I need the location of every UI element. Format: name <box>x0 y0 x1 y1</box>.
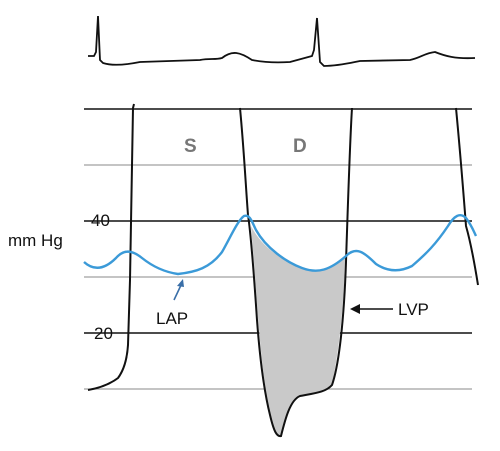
lap-trace <box>83 214 478 276</box>
y-tick-20: 20 <box>94 324 113 343</box>
filling-area <box>251 226 345 437</box>
lap-label: LAP <box>156 309 188 328</box>
lvp-label: LVP <box>398 300 429 319</box>
phase-label-s: S <box>184 136 197 157</box>
ecg-trace <box>88 15 476 67</box>
arrow-left-icon <box>350 304 393 314</box>
arrow-up-icon <box>173 279 184 301</box>
y-tick-40: 40 <box>91 211 110 230</box>
phase-label-d: D <box>293 136 307 157</box>
lvp-trace <box>87 103 479 438</box>
y-axis-unit: mm Hg <box>8 231 63 250</box>
